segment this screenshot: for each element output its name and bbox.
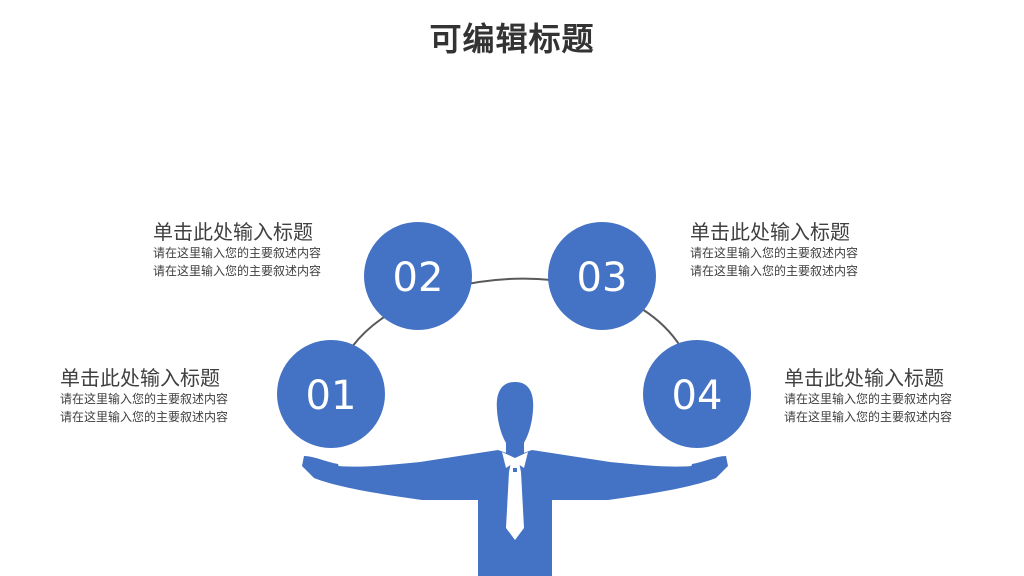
item-description-line: 请在这里输入您的主要叙述内容 xyxy=(60,392,229,406)
step-circle-04: 04 xyxy=(643,340,751,448)
item-description-line: 请在这里输入您的主要叙述内容 xyxy=(784,410,953,424)
item-description-line: 请在这里输入您的主要叙述内容 xyxy=(690,264,859,278)
item-heading: 单击此处输入标题 xyxy=(690,220,850,244)
text-block-03: 单击此处输入标题 请在这里输入您的主要叙述内容 请在这里输入您的主要叙述内容 xyxy=(690,220,858,280)
item-description-line: 请在这里输入您的主要叙述内容 xyxy=(153,246,322,260)
step-number-02: 02 xyxy=(393,255,444,301)
step-number-04: 04 xyxy=(672,373,723,419)
item-heading: 单击此处输入标题 xyxy=(784,366,944,390)
text-block-04: 单击此处输入标题 请在这里输入您的主要叙述内容 请在这里输入您的主要叙述内容 xyxy=(784,366,952,426)
step-number-03: 03 xyxy=(577,255,628,301)
step-number-01: 01 xyxy=(306,373,357,419)
step-circle-03: 03 xyxy=(548,222,656,330)
item-description-line: 请在这里输入您的主要叙述内容 xyxy=(60,410,229,424)
item-heading: 单击此处输入标题 xyxy=(60,366,220,390)
text-block-02: 单击此处输入标题 请在这里输入您的主要叙述内容 请在这里输入您的主要叙述内容 xyxy=(153,220,321,280)
step-circle-02: 02 xyxy=(364,222,472,330)
step-circle-01: 01 xyxy=(277,340,385,448)
connecting-arc xyxy=(331,277,698,396)
slide-title: 可编辑标题 xyxy=(429,20,595,58)
item-heading: 单击此处输入标题 xyxy=(153,220,313,244)
text-block-01: 单击此处输入标题 请在这里输入您的主要叙述内容 请在这里输入您的主要叙述内容 xyxy=(60,366,228,426)
item-description-line: 请在这里输入您的主要叙述内容 xyxy=(153,264,322,278)
tie-icon xyxy=(502,452,528,540)
item-description-line: 请在这里输入您的主要叙述内容 xyxy=(784,392,953,406)
item-description-line: 请在这里输入您的主要叙述内容 xyxy=(690,246,859,260)
